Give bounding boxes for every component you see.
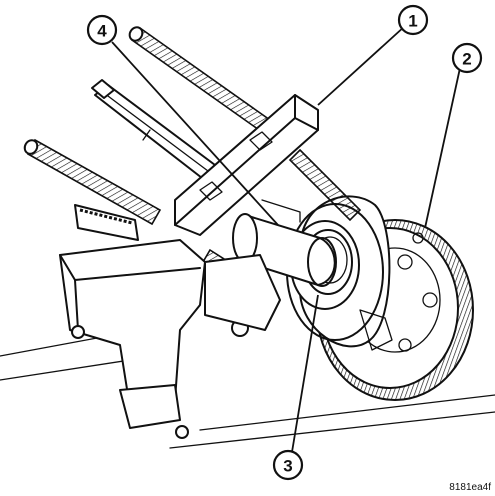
callout-4: 4: [86, 14, 118, 46]
callout-3: 3: [272, 449, 304, 481]
forcing-screw: [91, 79, 216, 179]
drawing-code: 8181ea4f: [449, 482, 491, 493]
svg-text:4: 4: [97, 22, 107, 41]
callout-1: 1: [397, 4, 429, 36]
svg-text:2: 2: [462, 50, 471, 69]
callout-2: 2: [451, 42, 483, 74]
adapter-cylinder: [232, 199, 337, 287]
svg-text:3: 3: [283, 457, 292, 476]
puller-crossbar: [174, 94, 319, 236]
bench-vise: [59, 204, 281, 439]
svg-text:1: 1: [408, 12, 417, 31]
leader-lines: [111, 25, 461, 453]
